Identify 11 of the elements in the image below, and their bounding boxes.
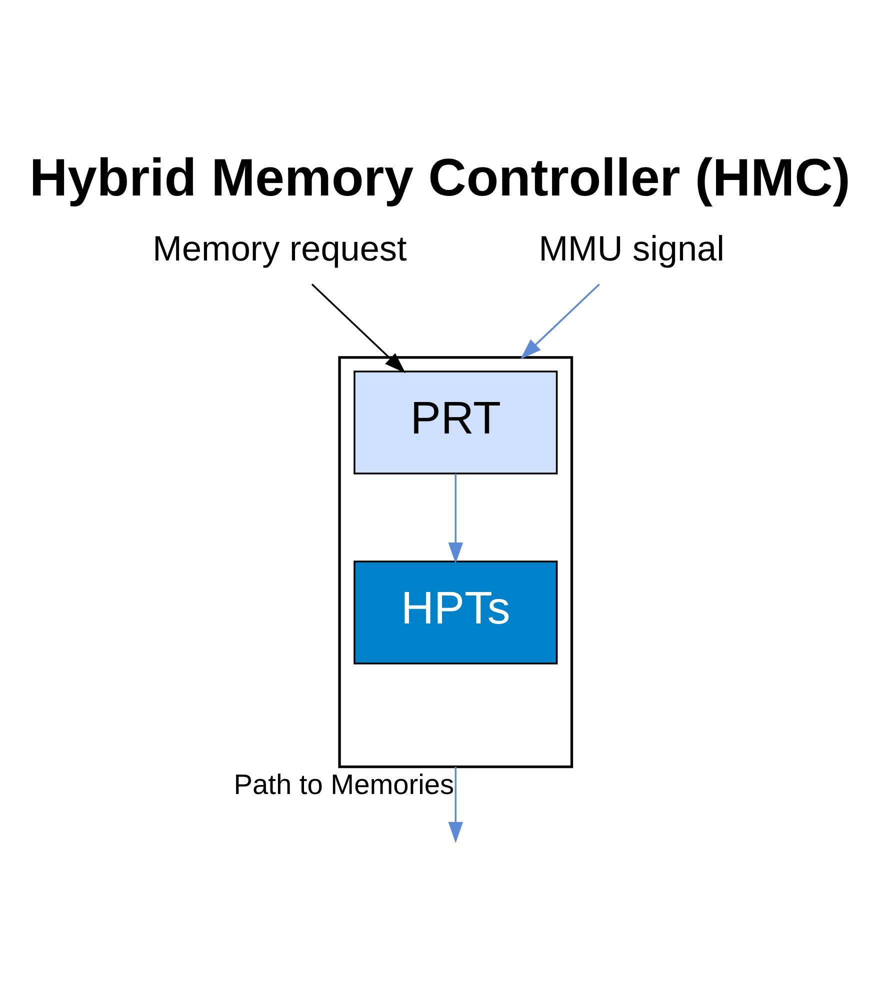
- node-text: MMU signal: [538, 230, 724, 269]
- node-box: PRT: [354, 370, 558, 474]
- edge-label: Path to Memories: [234, 769, 454, 800]
- diagram-title: Hybrid Memory Controller (HMC): [29, 148, 850, 208]
- arrow: [520, 284, 600, 360]
- cluster: [338, 356, 574, 768]
- arrow: [448, 474, 464, 564]
- node-box: HPTs: [354, 560, 558, 664]
- arrow: [448, 766, 464, 844]
- arrow: [311, 284, 406, 374]
- node-text: Memory request: [152, 230, 407, 269]
